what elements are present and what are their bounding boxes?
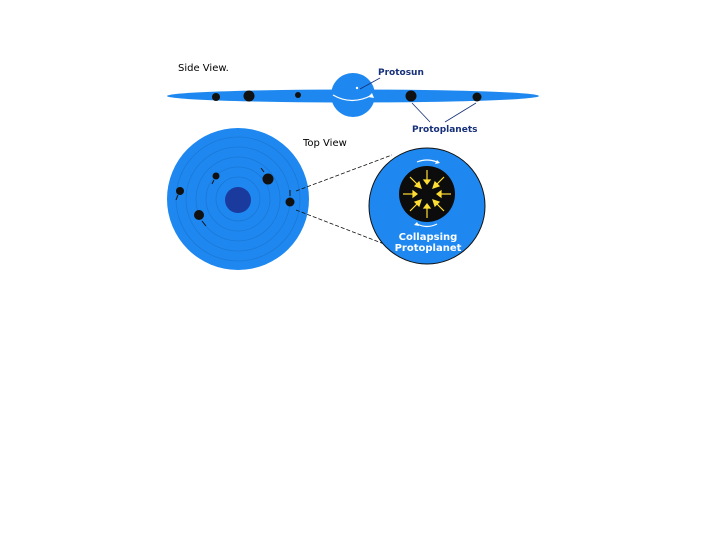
protosun-label: Protosun <box>378 68 424 78</box>
side-protoplanet <box>406 91 417 102</box>
protosun-mark <box>356 87 358 89</box>
protoplanets-leader-line <box>412 103 430 122</box>
top-view: Top View <box>167 128 392 270</box>
side-protoplanet <box>473 93 482 102</box>
collapsing-label-line1: Collapsing <box>399 232 458 243</box>
protoplanets-label: Protoplanets <box>412 125 477 135</box>
side-view-protosun <box>331 73 375 117</box>
top-view-label: Top View <box>302 138 347 149</box>
collapsing-protoplanet-inset: Collapsing Protoplanet <box>369 148 485 264</box>
side-protoplanet <box>244 91 255 102</box>
top-view-protosun <box>225 187 251 213</box>
side-protoplanet <box>212 93 220 101</box>
side-view: Side View. Protosun Protoplanets <box>167 63 539 135</box>
collapsing-label-line2: Protoplanet <box>395 243 462 254</box>
side-view-label: Side View. <box>178 63 229 74</box>
side-protoplanet <box>295 92 301 98</box>
protoplanets-leader-line <box>445 103 476 122</box>
